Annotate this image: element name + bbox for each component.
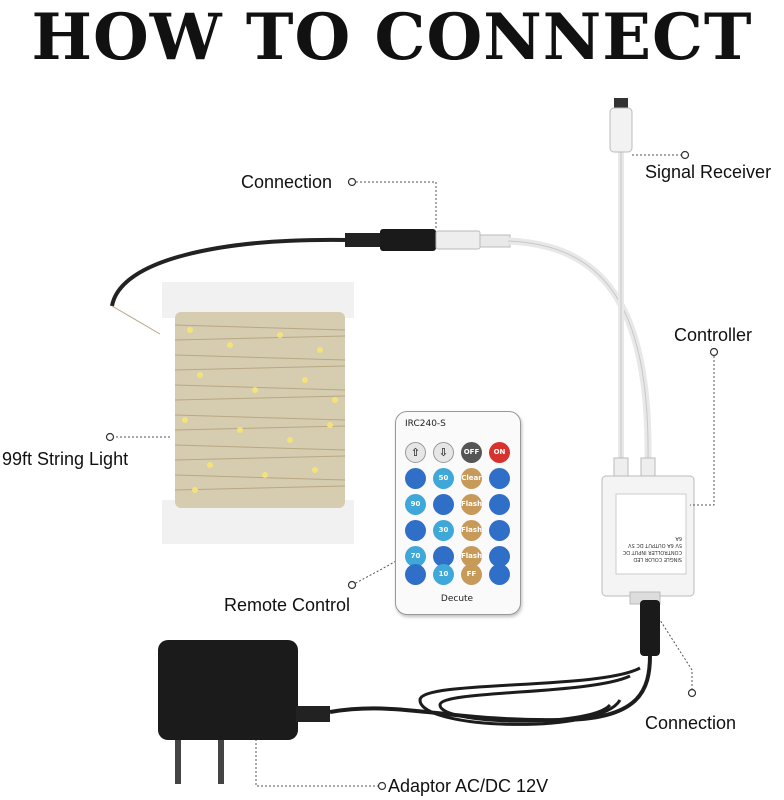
light-cable bbox=[110, 237, 349, 307]
white-cable-output bbox=[507, 237, 652, 461]
remote-button-down[interactable]: ⇩ bbox=[433, 442, 454, 463]
label-connection-top: Connection bbox=[241, 172, 333, 192]
label-remote-control: Remote Control bbox=[224, 595, 351, 615]
power-adaptor bbox=[158, 640, 330, 784]
signal-receiver-head bbox=[609, 98, 633, 153]
remote-button-clear[interactable]: Clear bbox=[461, 468, 482, 489]
remote-button-ff[interactable]: FF bbox=[461, 564, 482, 585]
remote-button-flash[interactable]: Flash bbox=[461, 494, 482, 515]
remote-model-label: IRC240-S bbox=[405, 419, 446, 429]
dc-socket bbox=[435, 230, 511, 250]
remote-button[interactable] bbox=[405, 468, 426, 489]
label-controller: Controller bbox=[674, 325, 753, 345]
remote-button[interactable] bbox=[405, 564, 426, 585]
adaptor-cable bbox=[329, 600, 652, 723]
dc-plug bbox=[345, 229, 436, 251]
remote-button[interactable]: 30 bbox=[433, 520, 454, 541]
label-connection-bottom: Connection bbox=[645, 713, 737, 733]
controller-box bbox=[601, 457, 695, 605]
remote-button[interactable] bbox=[489, 468, 510, 489]
remote-button-flash[interactable]: Flash bbox=[461, 546, 482, 567]
remote-button-up[interactable]: ⇧ bbox=[405, 442, 426, 463]
string-light-spool bbox=[162, 282, 354, 544]
remote-button-off[interactable]: OFF bbox=[461, 442, 482, 463]
remote-button[interactable] bbox=[489, 546, 510, 567]
remote-button[interactable] bbox=[489, 520, 510, 541]
label-string-light: 99ft String Light bbox=[2, 449, 129, 469]
label-adaptor: Adaptor AC/DC 12V bbox=[388, 776, 549, 796]
page-title: HOW TO CONNECT bbox=[31, 0, 753, 75]
remote-button[interactable] bbox=[433, 546, 454, 567]
remote-button[interactable]: 10 bbox=[433, 564, 454, 585]
remote-button[interactable]: 90 bbox=[405, 494, 426, 515]
remote-button[interactable] bbox=[489, 564, 510, 585]
remote-button-flash[interactable]: Flash bbox=[461, 520, 482, 541]
remote-brand-label: Decute bbox=[440, 594, 474, 604]
remote-button[interactable]: 50 bbox=[433, 468, 454, 489]
remote-button-on[interactable]: ON bbox=[489, 442, 510, 463]
remote-button[interactable] bbox=[489, 494, 510, 515]
controller-label-text: SINGLE COLOR LED CONTROLLER INPUT DC 5V … bbox=[622, 535, 682, 562]
remote-button[interactable]: 70 bbox=[405, 546, 426, 567]
label-signal-receiver: Signal Receiver bbox=[645, 162, 772, 182]
remote-button[interactable] bbox=[433, 494, 454, 515]
remote-button[interactable] bbox=[405, 520, 426, 541]
